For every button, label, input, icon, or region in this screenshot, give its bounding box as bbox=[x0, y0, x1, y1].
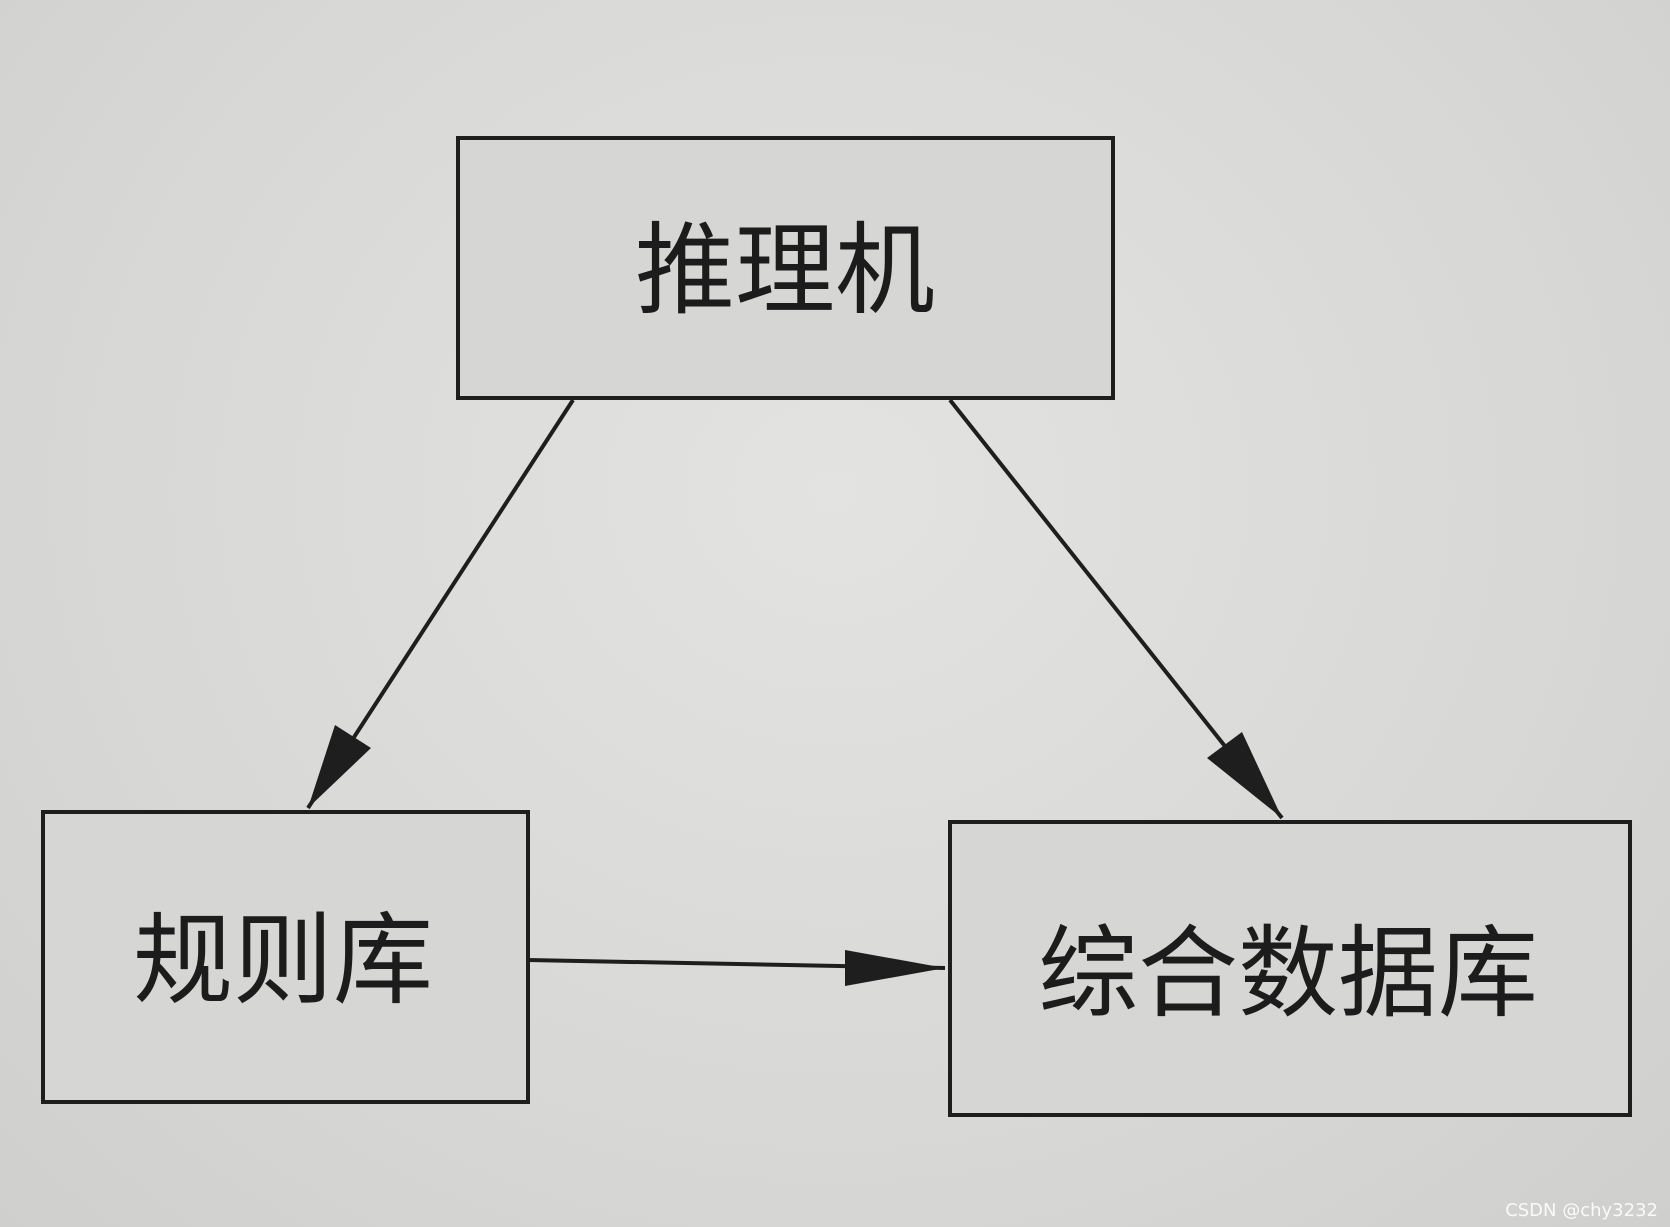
node-rule-base: 规则库 bbox=[41, 810, 530, 1104]
node-database-box bbox=[948, 820, 1632, 1117]
edges bbox=[306, 398, 1284, 986]
arrowhead-inference-to-rules bbox=[308, 725, 371, 808]
watermark-text: CSDN @chy3232 bbox=[1505, 1200, 1658, 1221]
node-inference-label: 推理机 bbox=[635, 212, 935, 329]
node-database-label: 综合数据库 bbox=[1038, 915, 1538, 1032]
node-rules-box bbox=[41, 810, 530, 1104]
arrowhead-rules-to-database bbox=[845, 950, 945, 986]
node-database: 综合数据库 bbox=[948, 820, 1632, 1117]
node-inference-engine: 推理机 bbox=[456, 136, 1115, 400]
node-rules-label: 规则库 bbox=[133, 902, 433, 1019]
arrowhead-inference-to-database bbox=[1207, 732, 1282, 818]
node-inference-box bbox=[456, 136, 1115, 400]
